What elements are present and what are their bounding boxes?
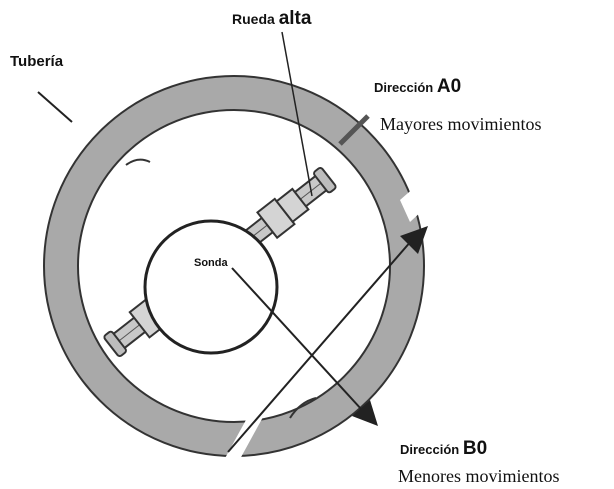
label-direction-a-prefix: Dirección [374,80,437,95]
label-direction-b-code: B0 [463,438,487,459]
high-wheel-leader-line [281,31,313,197]
arrowhead-b-icon [352,400,378,426]
arrowhead-a-icon [400,226,428,254]
probe-body [143,219,279,355]
wheel-high [313,167,337,194]
pipe-leader-line [37,91,73,123]
inner-notch-top [125,158,151,166]
label-direction-a: Dirección A0 [374,76,461,97]
label-high-wheel-prefix: Rueda [232,11,279,27]
label-direction-b-note: Menores movimientos [398,466,559,486]
arm-collar-upper-2 [275,187,310,224]
label-high-wheel: Rueda alta [232,8,312,29]
label-direction-a-code: A0 [437,76,461,97]
direction-arrow-a [227,226,428,453]
label-probe: Sonda [194,257,228,269]
label-direction-a-note: Mayores movimientos [380,114,541,134]
label-pipe: Tubería [10,53,64,70]
label-direction-b-prefix: Dirección [400,442,463,457]
label-direction-b: Dirección B0 [400,438,487,459]
inner-notch-bottom [289,397,317,419]
label-high-wheel-suffix: alta [279,8,312,29]
direction-a-marker [338,114,370,146]
direction-arrow-b [231,267,378,426]
wheel-low [103,330,127,357]
